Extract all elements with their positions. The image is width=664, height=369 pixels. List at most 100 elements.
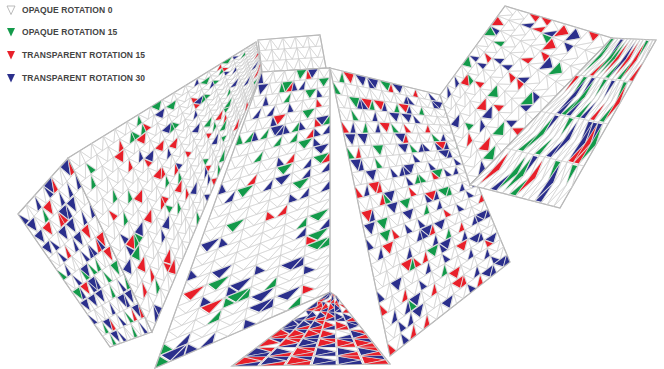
grid-triangle: [197, 166, 205, 180]
grid-triangle: [102, 188, 113, 204]
grid-triangle: [168, 106, 179, 117]
rotated-triangle: [321, 339, 335, 343]
rotated-triangle: [300, 188, 309, 199]
grid-triangle: [189, 210, 196, 226]
rotated-triangle: [299, 348, 315, 352]
grid-triangle: [293, 167, 312, 180]
grid-triangle: [313, 138, 322, 148]
grid-triangle: [103, 136, 114, 147]
grid-triangle: [114, 222, 124, 234]
grid-triangle: [118, 199, 128, 210]
grid-triangle: [251, 276, 264, 287]
grid-triangle: [217, 183, 226, 195]
grid-triangle: [232, 361, 263, 366]
rotated-triangle: [201, 77, 210, 84]
grid-triangle: [320, 171, 330, 184]
grid-triangle: [285, 361, 313, 366]
panel-outline: [232, 292, 390, 366]
grid-triangle: [79, 303, 90, 314]
grid-triangle: [164, 331, 178, 343]
rotated-triangle: [432, 101, 440, 109]
grid-triangle: [330, 299, 334, 303]
grid-triangle: [123, 210, 133, 221]
grid-triangle: [108, 210, 119, 222]
rotated-triangle: [314, 303, 322, 311]
grid-triangle: [193, 104, 201, 110]
grid-triangle: [305, 245, 331, 260]
grid-triangle: [124, 149, 134, 159]
grid-triangle: [179, 171, 187, 179]
grid-triangle: [186, 173, 194, 187]
grid-triangle: [266, 83, 272, 95]
rotated-triangle: [347, 322, 358, 326]
grid-triangle: [236, 184, 255, 198]
grid-triangle: [143, 188, 152, 198]
grid-triangle: [193, 187, 201, 202]
grid-triangle: [166, 223, 174, 240]
grid-triangle: [431, 100, 443, 109]
grid-triangle: [240, 166, 249, 178]
grid-triangle: [224, 63, 235, 72]
rotated-triangle: [123, 259, 131, 274]
grid-triangle: [304, 316, 317, 321]
grid-triangle: [233, 129, 238, 137]
grid-triangle: [203, 284, 216, 296]
grid-triangle: [103, 129, 115, 143]
grid-triangle: [258, 39, 270, 50]
grid-triangle: [317, 347, 337, 351]
grid-triangle: [339, 300, 343, 304]
grid-triangle: [303, 90, 310, 100]
grid-triangle: [91, 166, 102, 182]
grid-triangle: [255, 119, 262, 131]
grid-triangle: [168, 319, 181, 331]
grid-triangle: [337, 343, 357, 347]
rotated-triangle: [114, 150, 123, 162]
rotated-triangle: [270, 348, 292, 356]
grid-triangle: [272, 49, 285, 60]
grid-triangle: [97, 177, 108, 193]
grid-triangle: [310, 46, 323, 57]
grid-triangle: [304, 80, 310, 90]
grid-triangle: [240, 229, 251, 240]
grid-triangle: [60, 167, 71, 181]
grid-triangle: [226, 145, 232, 153]
rotated-triangle: [258, 73, 263, 83]
grid-triangle: [182, 209, 186, 225]
rotated-triangle: [82, 211, 88, 225]
rotated-triangle: [172, 345, 187, 360]
grid-triangle: [370, 88, 382, 100]
grid-triangle: [227, 70, 237, 80]
grid-triangle: [336, 338, 355, 347]
grid-triangle: [267, 352, 293, 357]
grid-triangle: [201, 173, 209, 188]
grid-triangle: [34, 216, 46, 228]
grid-triangle: [283, 38, 291, 49]
grid-triangle: [155, 356, 170, 368]
grid-triangle: [345, 84, 357, 97]
grid-triangle: [297, 343, 318, 348]
rotated-triangle: [203, 159, 209, 165]
grid-triangle: [303, 264, 330, 279]
rotated-triangle: [44, 187, 53, 198]
grid-triangle: [251, 107, 262, 120]
grid-triangle: [43, 186, 54, 199]
rotated-triangle: [81, 270, 90, 280]
grid-triangle: [342, 309, 349, 313]
grid-triangle: [302, 334, 320, 339]
grid-triangle: [234, 252, 246, 263]
rotated-triangle: [172, 122, 179, 128]
grid-triangle: [182, 179, 186, 194]
rotated-triangle: [150, 268, 154, 283]
rotated-triangle: [166, 205, 173, 213]
grid-triangle: [148, 218, 157, 235]
grid-triangle: [97, 147, 108, 162]
rotated-triangle: [271, 334, 289, 338]
grid-triangle: [153, 241, 162, 252]
grid-triangle: [265, 211, 276, 222]
grid-triangle: [299, 58, 312, 69]
grid-triangle: [113, 188, 123, 199]
grid-triangle: [259, 107, 266, 119]
grid-triangle: [133, 168, 143, 178]
grid-triangle: [349, 326, 363, 330]
grid-triangle: [285, 216, 308, 230]
